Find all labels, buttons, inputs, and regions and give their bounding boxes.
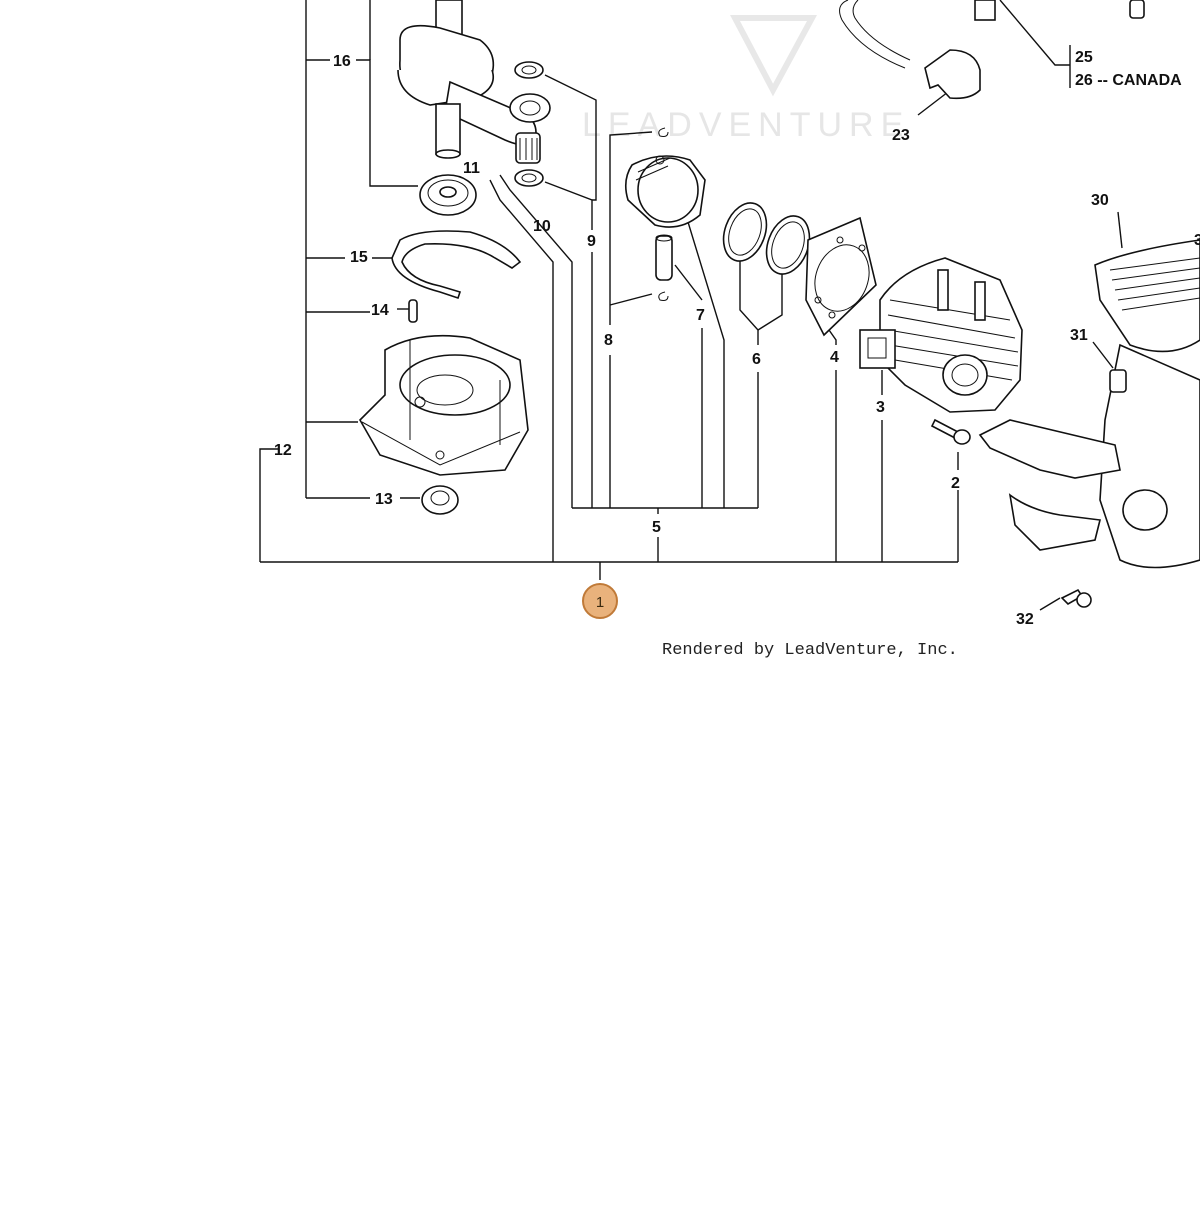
callout-4[interactable]: 4: [830, 349, 839, 366]
gasket-ring: [391, 230, 522, 300]
callout-31[interactable]: 31: [1070, 327, 1088, 344]
callout-6[interactable]: 6: [752, 351, 761, 368]
cylinder-bolt: [930, 418, 971, 445]
callout-2[interactable]: 2: [951, 475, 960, 492]
callout-10[interactable]: 10: [533, 218, 551, 235]
needle-bearing: [515, 132, 541, 164]
spark-plug-cap: [839, 0, 981, 100]
cover-screw: [1060, 588, 1092, 608]
washer-lower: [514, 169, 544, 187]
watermark-logo-icon: [730, 15, 818, 97]
engine-cover: [1094, 239, 1200, 569]
ball-bearing: [419, 174, 477, 216]
cylinder-gasket: [805, 216, 877, 337]
callout-32[interactable]: 32: [1016, 611, 1034, 628]
callout-7[interactable]: 7: [696, 307, 705, 324]
callout-15[interactable]: 15: [350, 249, 368, 266]
callout-16[interactable]: 16: [333, 53, 351, 70]
callout-5[interactable]: 5: [652, 519, 661, 536]
cover-plate: [978, 419, 1121, 551]
piston-pin: [655, 234, 673, 281]
crankcase: [359, 334, 529, 476]
leader-lines: [259, 0, 1123, 611]
callout-14[interactable]: 14: [371, 302, 389, 319]
piston: [624, 155, 706, 228]
watermark: LEADVENTURE: [582, 15, 910, 144]
hotspot-label[interactable]: 1: [596, 594, 604, 611]
crankshaft: [397, 0, 537, 159]
piston-rings: [722, 202, 811, 275]
circlip-upper: [658, 127, 669, 137]
circlip-lower: [658, 291, 669, 301]
hotspot-circle[interactable]: [582, 583, 618, 619]
hotspot-1[interactable]: 1: [582, 583, 618, 619]
callout-25[interactable]: 25: [1075, 49, 1093, 66]
watermark-text: LEADVENTURE: [582, 106, 910, 144]
dowel-pin: [408, 299, 418, 323]
callout-26-canada[interactable]: 26 -- CANADA: [1075, 72, 1182, 89]
rubber-grommet: [1109, 369, 1127, 393]
callout-3[interactable]: 3: [876, 399, 885, 416]
callout-labels: 2 3 4 5 6 7 8 9 10 11 12 13 14 15 16 23 …: [274, 49, 1200, 628]
callout-23[interactable]: 23: [892, 127, 910, 144]
callout-12[interactable]: 12: [274, 442, 292, 459]
spark-plug-parts: [974, 0, 1145, 21]
washer-upper: [514, 61, 544, 79]
callout-9[interactable]: 9: [587, 233, 596, 250]
connecting-rod-bearing: [509, 93, 551, 123]
callout-8[interactable]: 8: [604, 332, 613, 349]
oil-seal: [421, 485, 459, 515]
callout-30[interactable]: 30: [1091, 192, 1109, 209]
render-credit: Rendered by LeadVenture, Inc.: [662, 641, 958, 660]
callout-3-partial[interactable]: 3: [1194, 232, 1200, 249]
callout-13[interactable]: 13: [375, 491, 393, 508]
cylinder: [859, 257, 1023, 413]
callout-11[interactable]: 11: [463, 160, 480, 177]
